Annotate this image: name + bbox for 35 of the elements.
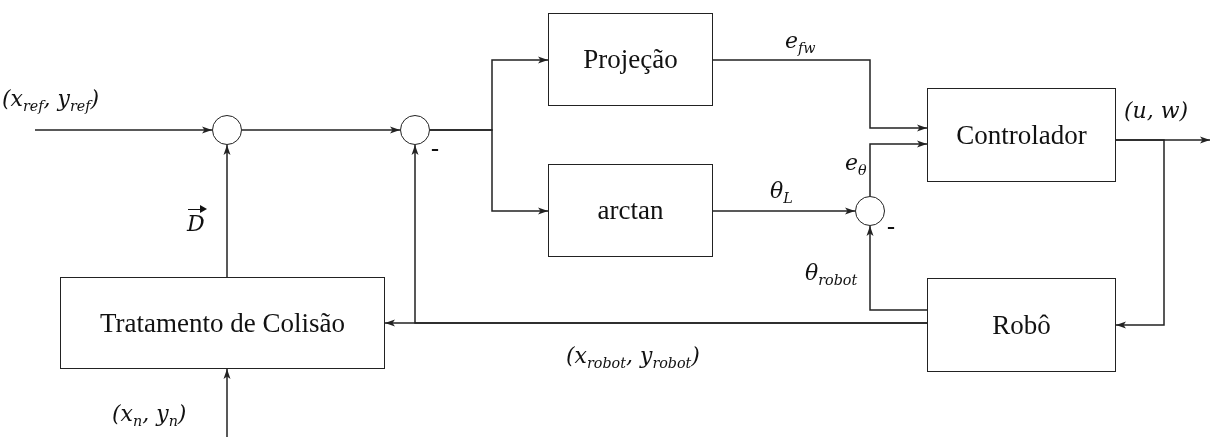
process-box bbox=[927, 278, 1116, 372]
arrow bbox=[429, 129, 549, 215]
arrow bbox=[1115, 139, 1165, 329]
arrow bbox=[241, 126, 401, 134]
arrow bbox=[869, 140, 928, 197]
minus-sign: - bbox=[431, 136, 439, 160]
arrow bbox=[866, 225, 928, 311]
block-label: Projeção bbox=[583, 44, 678, 75]
arrow bbox=[712, 59, 928, 132]
block-label: Controlador bbox=[956, 119, 1087, 151]
arrow bbox=[223, 368, 231, 437]
summing-junction bbox=[855, 196, 885, 226]
edge-label: D bbox=[187, 205, 207, 235]
edge-label: θ$_{robot}$ bbox=[805, 262, 858, 288]
summing-junction bbox=[400, 115, 430, 145]
process-box bbox=[927, 88, 1116, 182]
block-label: Robô bbox=[992, 309, 1051, 341]
edge-label: (u, w) bbox=[1124, 100, 1189, 122]
summing-junction bbox=[212, 115, 242, 145]
edge-label: θ$_{L}$ bbox=[770, 180, 793, 206]
process-box bbox=[548, 13, 713, 106]
edge-label: e$_{fw}$ bbox=[785, 30, 816, 56]
block-label: Tratamento de Colisão bbox=[100, 307, 345, 339]
process-box bbox=[548, 164, 713, 257]
edge-label: (x$_{n}$, y$_{n}$) bbox=[112, 403, 187, 429]
arrow bbox=[411, 144, 928, 324]
block-label: arctan bbox=[597, 195, 664, 226]
edge-label: (x$_{ref}$, y$_{ref}$) bbox=[2, 88, 100, 114]
arrow bbox=[34, 126, 213, 134]
arrow bbox=[223, 144, 231, 278]
edge-label: (x$_{robot}$, y$_{robot}$) bbox=[566, 345, 700, 371]
edge-label: e$_{θ}$ bbox=[845, 152, 867, 178]
minus-sign: - bbox=[887, 214, 895, 238]
arrow bbox=[712, 207, 856, 215]
process-box bbox=[60, 277, 385, 369]
